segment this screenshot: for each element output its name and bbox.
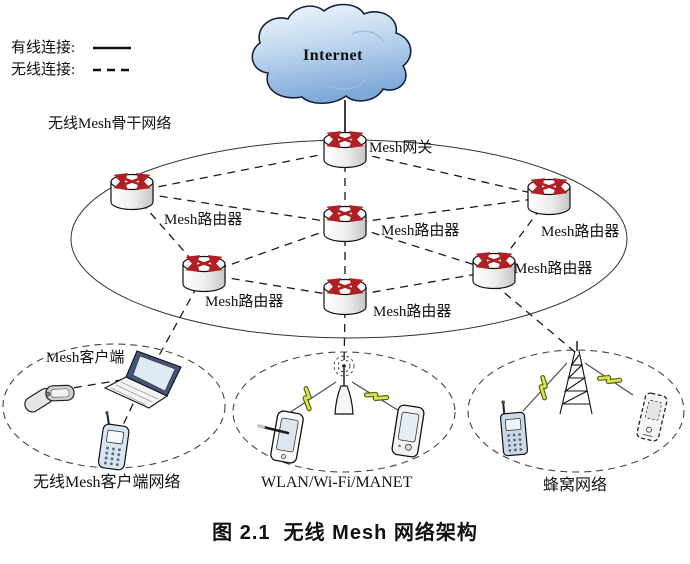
cellular-network-ellipse <box>467 349 685 473</box>
mesh-router-label: Mesh路由器 <box>373 304 452 320</box>
backbone-title: 无线Mesh骨干网络 <box>48 116 172 132</box>
wireless-link <box>131 191 346 225</box>
cell-phone-icon <box>636 392 668 442</box>
cell-phone-icon <box>499 400 529 457</box>
wireless-link <box>344 270 495 298</box>
wireless-link <box>344 223 495 272</box>
mesh-router-label: Mesh路由器 <box>381 223 460 239</box>
pda-icon <box>391 404 425 458</box>
wireless-link-router-tower <box>493 283 576 353</box>
mesh-router-label: Mesh路由器 <box>164 212 243 228</box>
stylus-icon <box>257 424 290 435</box>
mobile-phone-icon <box>97 411 130 471</box>
wireless-link <box>203 273 346 298</box>
lightning-bolt-icon <box>366 386 386 406</box>
mesh-router-icon <box>111 175 153 210</box>
client-network-caption: 无线Mesh客户端网络 <box>33 474 181 491</box>
wireless-link <box>344 196 550 225</box>
legend-wired-label: 有线连接: <box>11 40 76 56</box>
legend-wireless-label: 无线连接: <box>11 62 76 78</box>
mesh-router-label: Mesh路由器 <box>514 261 593 277</box>
lightning-bolt-icon <box>599 369 619 389</box>
mesh-router-icon <box>528 180 570 215</box>
access-point-icon <box>333 355 355 415</box>
mesh-router-icon <box>324 280 366 315</box>
cell-tower-icon <box>559 341 593 415</box>
wlan-network-caption: WLAN/Wi-Fi/MANET <box>261 474 413 491</box>
mesh-router-label: Mesh路由器 <box>541 224 620 240</box>
mesh-router-icon <box>473 254 515 289</box>
wireless-link <box>131 149 346 193</box>
laptop-icon <box>103 350 182 409</box>
internet-label: Internet <box>303 47 363 64</box>
cellular-network-caption: 蜂窝网络 <box>543 477 608 494</box>
wireless-link-router-ap <box>343 309 346 367</box>
wireless-link <box>344 149 550 198</box>
internet-cloud <box>251 3 412 105</box>
mesh-router-label: Mesh路由器 <box>205 294 284 310</box>
flip-phone-icon <box>24 384 75 413</box>
wireless-link-flipphone-laptop <box>59 379 122 391</box>
mesh-gateway-icon <box>324 133 366 168</box>
pda-icon <box>270 410 304 464</box>
mesh-gateway-label: Mesh网关 <box>369 140 433 156</box>
mesh-router-icon <box>324 207 366 242</box>
mesh-client-label: Mesh客户端 <box>46 350 125 366</box>
figure-caption: 图 2.1 无线 Mesh 网络架构 <box>212 522 478 544</box>
mesh-router-icon <box>183 257 225 292</box>
wireless-link <box>203 223 346 275</box>
